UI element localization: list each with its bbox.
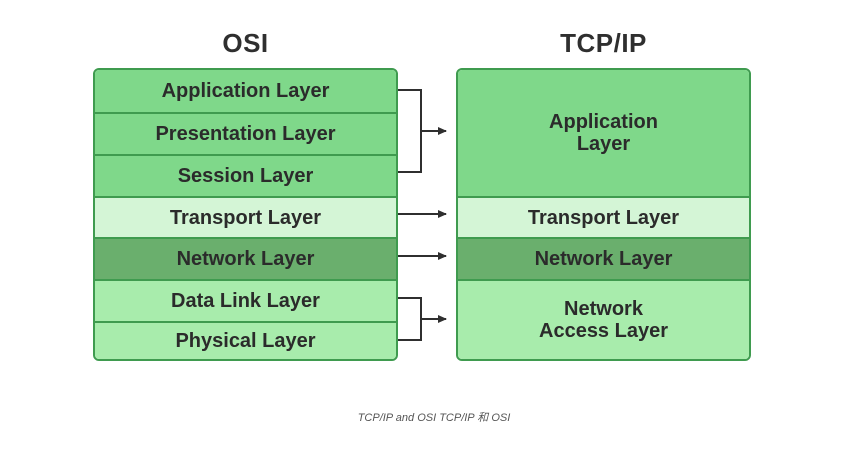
osi-network-layer-label: Network Layer bbox=[176, 248, 315, 270]
osi-transport-layer-label: Transport Layer bbox=[169, 206, 322, 229]
osi-session-layer-label: Session Layer bbox=[177, 165, 314, 187]
osi-presentation-layer-label: Presentation Layer bbox=[155, 123, 336, 145]
osi-physical-layer-label: Physical Layer bbox=[175, 330, 316, 352]
tcpip-network-access-layer: Network Access Layer bbox=[458, 279, 749, 359]
figure-caption: TCP/IP and OSI TCP/IP 和 OSI bbox=[357, 412, 511, 424]
osi-transport-layer: Transport Layer bbox=[95, 196, 396, 237]
tcpip-application-layer: Application Layer bbox=[458, 70, 749, 196]
osi-presentation-layer: Presentation Layer bbox=[95, 112, 396, 154]
tcpip-stack: Application Layer Transport Layer Networ… bbox=[456, 68, 751, 361]
tcpip-network-access-label-line2: Access Layer bbox=[539, 320, 668, 342]
osi-data-link-layer-label: Data Link Layer bbox=[171, 290, 320, 312]
osi-data-link-layer: Data Link Layer bbox=[95, 279, 396, 321]
application-group-bracket bbox=[398, 89, 447, 173]
osi-application-layer-label: Application Layer bbox=[161, 80, 330, 102]
tcpip-network-access-label-line1: Network bbox=[564, 298, 643, 320]
osi-title: OSI bbox=[222, 28, 269, 58]
tcpip-network-label: Network Layer bbox=[534, 248, 673, 270]
tcpip-application-label-line2: Layer bbox=[576, 133, 631, 155]
tcpip-network-layer: Network Layer bbox=[458, 237, 749, 279]
tcpip-transport-label: Transport Layer bbox=[527, 206, 680, 229]
tcpip-transport-layer: Transport Layer bbox=[458, 196, 749, 237]
osi-network-layer: Network Layer bbox=[95, 237, 396, 279]
osi-session-layer: Session Layer bbox=[95, 154, 396, 196]
network-access-group-bracket bbox=[398, 297, 447, 341]
tcpip-application-label-line1: Application bbox=[549, 111, 658, 133]
tcpip-title: TCP/IP bbox=[560, 28, 647, 58]
osi-application-layer: Application Layer bbox=[95, 70, 396, 112]
osi-stack: Application Layer Presentation Layer Ses… bbox=[93, 68, 398, 361]
osi-physical-layer: Physical Layer bbox=[95, 321, 396, 359]
